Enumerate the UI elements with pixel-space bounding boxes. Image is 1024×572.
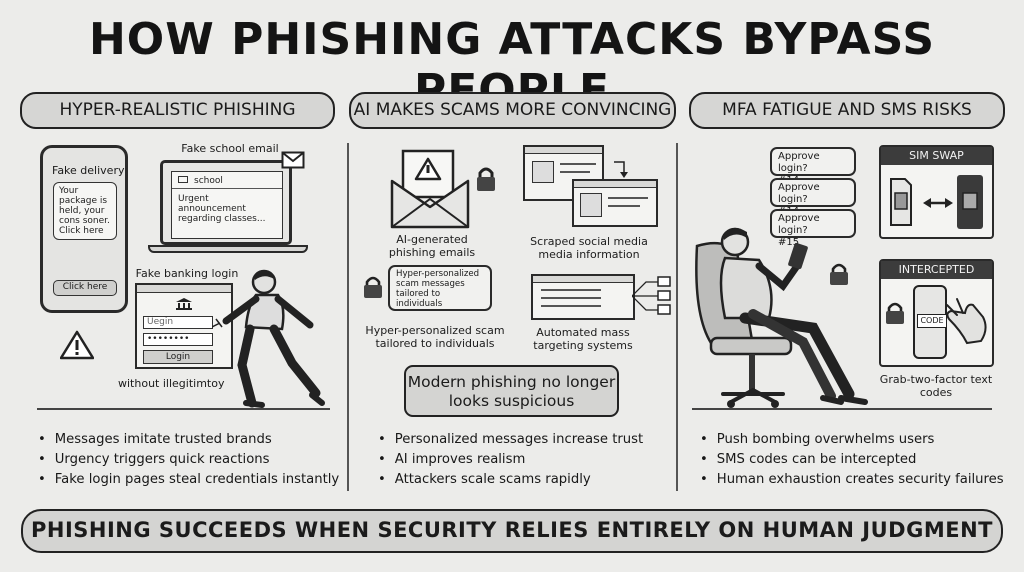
lock-icon (364, 276, 382, 298)
delivery-message: Your package is held, your cons soner. C… (53, 182, 117, 240)
bullet-list: Messages imitate trusted brands Urgency … (38, 430, 343, 490)
column-divider (347, 143, 349, 491)
profile-photo-icon (580, 193, 602, 217)
lock-icon (886, 302, 904, 324)
intercepted-phone (913, 285, 947, 359)
footer-banner: PHISHING SUCCEEDS WHEN SECURITY RELIES E… (21, 509, 1003, 553)
section-header-ai-scams: AI MAKES SCAMS MORE CONVINCING (349, 92, 676, 129)
laptop-illustration: school Urgent announcement regarding cla… (160, 160, 292, 245)
mass-targeting-window (531, 274, 635, 320)
sim-swap-panel: SIM SWAP (879, 145, 994, 239)
grabbing-hand-icon (946, 298, 987, 345)
fake-delivery-title: Fake delivery (52, 164, 125, 177)
email-sender: school (194, 176, 223, 186)
bullet-item: Personalized messages increase trust (378, 430, 668, 450)
arrow-down-icon (614, 161, 628, 178)
hyper-personalized-label: Hyper-personalized scam tailored to indi… (365, 324, 505, 350)
profile-photo-icon (532, 161, 554, 183)
envelope-icon (281, 151, 305, 169)
bullet-item: SMS codes can be intercepted (700, 450, 1012, 470)
ai-generated-label: AI-generated phishing emails (388, 233, 476, 259)
approve-number: #14 (778, 206, 800, 217)
email-body: Urgent announcement regarding classes... (178, 194, 266, 224)
approve-notification: Approve login? #14 (770, 178, 856, 217)
laptop-base (148, 245, 308, 253)
intercepted-panel: INTERCEPTED CODE (879, 259, 994, 367)
section-header-mfa-fatigue: MFA FATIGUE AND SMS RISKS (689, 92, 1005, 129)
bullet-list: Personalized messages increase trust AI … (378, 430, 668, 490)
automated-targeting-label: Automated mass targeting systems (533, 326, 633, 352)
scraped-social-label: Scraped social media media information (530, 235, 648, 261)
intercepted-header: INTERCEPTED (881, 261, 992, 279)
mail-icon (178, 176, 188, 183)
sim-swap-header: SIM SWAP (881, 147, 992, 165)
profile-window-front (572, 179, 658, 227)
approve-notification: Approve login? #15 (770, 209, 856, 248)
intercept-caption: Grab-two-factor text codes (879, 373, 993, 399)
panel-hyper-realistic: Fake delivery Your package is held, your… (0, 0, 347, 500)
bullet-item: Push bombing overwhelms users (700, 430, 1012, 450)
page-title: HOW PHISHING ATTACKS BYPASS PEOPLE (88, 14, 936, 116)
fake-banking-caption: Fake banking login (135, 267, 239, 280)
broadcast-envelopes-icon (632, 276, 671, 315)
approve-notification: Approve login? #14 (770, 147, 856, 186)
phishing-envelope-icon (390, 149, 470, 229)
username-field: Uegin (143, 316, 213, 329)
fake-login-window: Uegin •••••••• Login (135, 283, 233, 369)
email-divider (172, 188, 282, 189)
code-chip: CODE (917, 314, 947, 328)
lock-icon (477, 167, 495, 191)
tired-person-illustration (695, 227, 868, 408)
person-clicking-illustration (212, 269, 325, 408)
bullet-item: Attackers scale scams rapidly (378, 470, 668, 490)
bullet-item: Human exhaustion creates security failur… (700, 470, 1012, 490)
approve-number: #14 (778, 175, 800, 186)
approve-text: Approve login? (778, 213, 820, 236)
bullet-item: Fake login pages steal credentials insta… (38, 470, 343, 490)
bullet-item: Urgency triggers quick reactions (38, 450, 343, 470)
section-rule (37, 408, 330, 410)
approve-number: #15 (778, 237, 800, 248)
bullet-item: Messages imitate trusted brands (38, 430, 343, 450)
bullet-list: Push bombing overwhelms users SMS codes … (700, 430, 1012, 490)
footnote-text: without illegitimtoy (118, 377, 225, 390)
fake-school-email-caption: Fake school email (181, 142, 279, 155)
section-header-hyper-realistic: HYPER-REALISTIC PHISHING (20, 92, 335, 129)
approve-text: Approve login? (778, 151, 820, 174)
lock-icon (830, 263, 848, 285)
bullet-item: AI improves realism (378, 450, 668, 470)
bank-icon (176, 298, 192, 310)
login-button: Login (143, 350, 213, 364)
phone-illustration: Fake delivery Your package is held, your… (40, 145, 128, 313)
callout-box: Modern phishing no longer looks suspicio… (404, 365, 619, 417)
column-divider (676, 143, 678, 491)
window-titlebar (137, 285, 231, 293)
warning-icon (60, 330, 94, 360)
approve-text: Approve login? (778, 182, 820, 205)
sim-swap-icon (890, 175, 983, 229)
profile-window-back (523, 145, 604, 201)
section-rule (692, 408, 992, 410)
personalized-message-bubble: Hyper-personalized scam messages tailore… (388, 265, 492, 311)
password-field: •••••••• (143, 333, 213, 346)
click-here-button: Click here (53, 280, 117, 296)
